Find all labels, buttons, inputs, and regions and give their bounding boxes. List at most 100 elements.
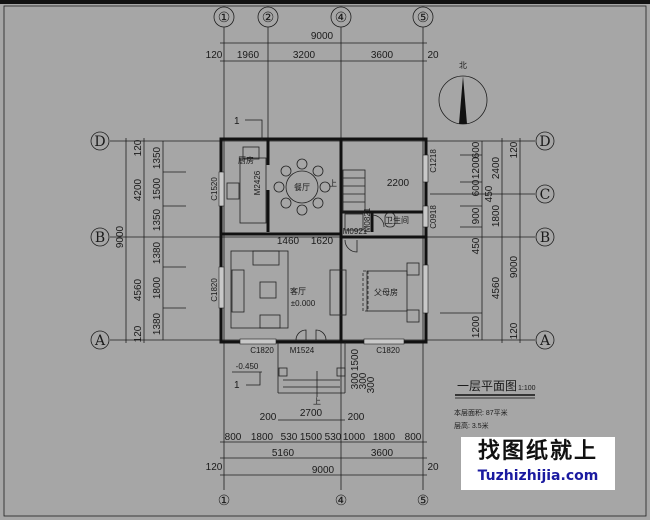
dim-right-b: 2400 <box>491 156 502 179</box>
bedroom-door-swing <box>344 239 358 253</box>
sofa-area <box>230 250 289 329</box>
dim-porch-300b: 300 <box>358 372 369 389</box>
windows <box>218 154 429 345</box>
dim-left-total: 9000 <box>115 225 126 248</box>
door-m2426: M2426 <box>253 170 262 195</box>
bath-cabinet <box>344 213 364 231</box>
dim-bottom-r6: 1000 <box>343 432 366 443</box>
window-c1218: C1218 <box>429 149 438 173</box>
nightstand <box>406 309 420 323</box>
sink-icon <box>226 182 240 200</box>
dining-chairs <box>273 158 331 216</box>
watermark: 找图纸就上 Tuzhizhijia.com <box>461 437 615 490</box>
left-dimensions: 9000 120 4200 4560 120 1350 1500 1350 13… <box>115 138 186 343</box>
axis-label-a-right: A <box>539 333 551 349</box>
window-c1520: C1520 <box>210 177 219 201</box>
nightstand <box>406 262 420 276</box>
dim-bottom-r2: 1800 <box>251 432 274 443</box>
outdoor-level: -0.450 <box>236 362 259 371</box>
dim-top-b: 1960 <box>237 50 260 61</box>
dim-bottom-r4: 1500 <box>300 432 323 443</box>
door-m1524: M1524 <box>290 346 315 355</box>
sofa-top <box>252 250 280 266</box>
dim-bottom-m2: 3600 <box>371 448 394 459</box>
dim-right-s1: 600 <box>471 141 482 158</box>
axis-label-b-left: B <box>95 230 105 246</box>
bottom-dimensions: 200 2700 200 800 1800 530 1500 530 1000 … <box>206 408 439 476</box>
dim-porch-1500: 1500 <box>350 348 361 371</box>
dim-porch-300c: 300 <box>366 376 377 393</box>
porch <box>277 342 346 397</box>
door-m0821: M0821 <box>363 207 372 232</box>
dim-left-s5: 1800 <box>152 276 163 299</box>
dim-right-s4: 450 <box>484 185 495 202</box>
dim-left-s2: 1500 <box>152 177 163 200</box>
dim-bottom-r7: 1800 <box>373 432 396 443</box>
tv-cabinet <box>329 269 347 316</box>
dim-right-c: 1800 <box>491 204 502 227</box>
kitchen-counter <box>239 157 267 224</box>
dim-bottom-m1: 5160 <box>272 448 295 459</box>
axis-label-5-top: ⑤ <box>417 10 430 26</box>
bath-door-swing <box>371 214 385 228</box>
door-m0921: M0921 <box>343 227 368 236</box>
dim-right-total: 9000 <box>509 255 520 278</box>
stove-icon <box>242 146 260 160</box>
drawing-title: 一层平面图 <box>457 379 517 393</box>
window-c1820-west: C1820 <box>210 278 219 302</box>
dim-left-s4: 1380 <box>152 241 163 264</box>
axis-grid <box>110 27 535 490</box>
stair <box>342 169 366 213</box>
window-c1820-south-2: C1820 <box>376 346 400 355</box>
dim-right-d: 4560 <box>491 276 502 299</box>
floor-area: 本层面积: 87平米 <box>454 408 508 417</box>
dim-porch-300a: 300 <box>350 372 361 389</box>
dim-bottom-p3: 200 <box>348 412 365 423</box>
north-compass: 北 <box>438 61 488 125</box>
top-frame-band <box>0 0 650 4</box>
stair-up-label: 上 <box>329 179 337 188</box>
bed-headboard <box>362 270 369 312</box>
axis-label-1-bottom: ① <box>218 493 231 509</box>
dim-top-e: 20 <box>427 50 439 61</box>
room-bathroom: 卫生间 <box>385 215 409 225</box>
room-dining: 餐厅 <box>294 183 310 192</box>
bed <box>366 270 408 312</box>
toilet-icon <box>384 212 396 228</box>
dim-bottom-p2: 2700 <box>300 408 323 419</box>
dim-bottom-r3: 530 <box>281 432 298 443</box>
dim-right-s7: 1200 <box>471 315 482 338</box>
section-mark-bottom: 1 <box>234 380 240 391</box>
dim-right-a: 120 <box>509 141 520 158</box>
axis-label-d-left: D <box>94 134 105 150</box>
dim-left-s1: 1350 <box>152 146 163 169</box>
floor-height: 层高: 3.5米 <box>454 421 489 430</box>
dim-bottom-t1: 120 <box>206 462 223 473</box>
dim-left-a: 120 <box>133 139 144 156</box>
dim-left-s6: 1380 <box>152 312 163 335</box>
axis-label-b-right: B <box>540 230 550 246</box>
dim-bottom-t2: 20 <box>427 462 439 473</box>
dim-top-c: 3200 <box>293 50 316 61</box>
window-c1820-south-1: C1820 <box>250 346 274 355</box>
floor-level: ±0.000 <box>291 299 316 308</box>
room-living: 客厅 <box>290 286 306 296</box>
watermark-cn: 找图纸就上 <box>477 439 598 464</box>
armchair <box>259 314 281 329</box>
watermark-url: Tuzhizhijia.com <box>477 468 599 484</box>
section-mark-top: 1 <box>234 116 240 127</box>
dim-interior-1620: 1620 <box>311 236 334 247</box>
dim-right-s6: 450 <box>471 237 482 254</box>
axis-label-1-top: ① <box>218 10 231 26</box>
dim-left-b: 4200 <box>133 178 144 201</box>
dim-right-s2: 1200 <box>471 156 482 179</box>
title-block: 一层平面图 1:100 本层面积: 87平米 层高: 3.5米 <box>454 379 536 430</box>
dim-right-s3: 600 <box>471 179 482 196</box>
sofa-side <box>231 269 245 313</box>
axis-label-a-left: A <box>94 333 106 349</box>
furniture <box>226 146 420 341</box>
right-dimensions: 600 1200 600 450 900 450 1200 2400 1800 … <box>440 138 521 343</box>
dim-interior-1460: 1460 <box>277 236 300 247</box>
